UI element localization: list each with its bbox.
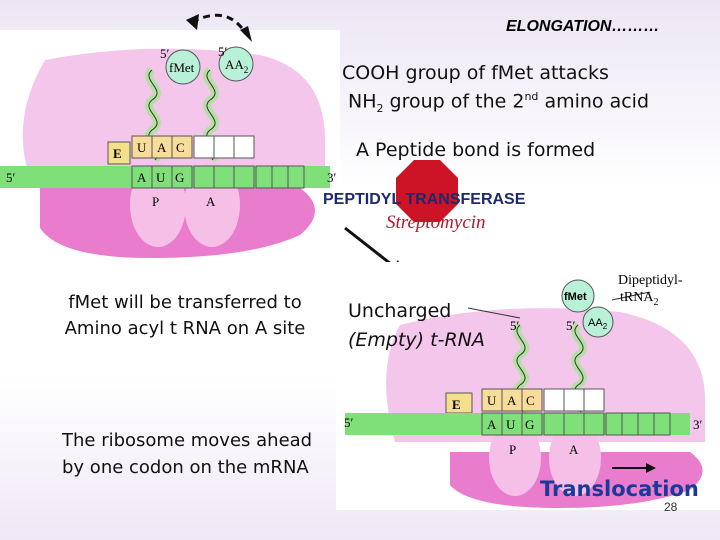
fmet-transfer-note: fMet will be transferred to Amino acyl t…: [64, 292, 306, 339]
codon-base: G: [175, 170, 184, 185]
trna-left-5prime: 5′: [510, 318, 520, 333]
anticodon-box: [521, 388, 543, 412]
codon-box: [605, 412, 623, 436]
codon-base: G: [525, 417, 534, 432]
codon-box: [653, 412, 671, 436]
site-e-label: E: [452, 397, 461, 412]
codon-box: [255, 165, 273, 189]
site-p-label: P: [509, 442, 516, 457]
text-cooh-attack: COOH group of fMet attacks: [342, 62, 609, 84]
site-a-label: A: [206, 194, 216, 209]
aa2-circle: [582, 306, 614, 338]
codon-box: [563, 412, 585, 436]
anticodon-base: C: [176, 140, 185, 155]
codon-base: U: [506, 417, 516, 432]
text-peptide-bond: A Peptide bond is formed: [356, 139, 596, 161]
slide-title: ELONGATION………: [506, 18, 660, 35]
codon-box: [233, 165, 255, 189]
aa2-circle: [218, 46, 254, 82]
dipeptidyl-label-2: tRNA2: [620, 290, 658, 308]
anticodon-base: U: [137, 140, 147, 155]
site-e-box: [107, 141, 131, 165]
codon-box: [637, 412, 655, 436]
p-site-lobe: [489, 420, 541, 496]
codon-box: [287, 165, 305, 189]
trna-left-5prime: 5′: [160, 46, 170, 61]
anticodon-base: U: [487, 393, 497, 408]
anticodon-base: A: [507, 393, 517, 408]
codon-base: A: [137, 170, 147, 185]
mrna-5prime: 5′: [344, 415, 354, 430]
trna-right-5prime: 5′: [218, 44, 228, 59]
anticodon-empty: [213, 135, 235, 159]
inhibitor-label: Streptomycin: [386, 212, 486, 233]
codon-box: [171, 165, 193, 189]
ribosome-moves-note: The ribosome moves ahead by one codon on…: [62, 430, 313, 478]
translocation-label: Translocation: [540, 477, 699, 501]
anticodon-empty: [563, 388, 585, 412]
anticodon-empty: [583, 388, 605, 412]
bottom-diagram: fMet AA2 5′ 5′ Dipeptidyl- tRNA2 E U A C…: [336, 262, 720, 510]
anticodon-base: C: [526, 393, 535, 408]
codon-base: A: [487, 417, 497, 432]
anticodon-empty: [543, 388, 565, 412]
enzyme-label: PEPTIDYL TRANSFERASE: [323, 191, 526, 208]
transfer-arrowhead-right: [240, 26, 252, 42]
mrna-3prime: 3′: [693, 417, 703, 432]
a-site-lobe: [549, 420, 601, 496]
page-number: 28: [664, 500, 678, 514]
mrna-3prime: 3′: [327, 170, 337, 185]
codon-base: U: [156, 170, 166, 185]
transfer-arrowhead-left: [186, 14, 199, 30]
transfer-arrow: [191, 13, 248, 35]
codon-box: [193, 165, 215, 189]
uncharged-trna-label: Uncharged (Empty) t-RNA: [348, 300, 485, 351]
trna-right-5prime: 5′: [566, 318, 576, 333]
inhibition-arrow: [344, 226, 397, 270]
fmet-circle: [165, 49, 201, 85]
dipeptidyl-label-1: Dipeptidyl-: [618, 273, 683, 288]
anticodon-empty: [233, 135, 255, 159]
fmet-circle: [561, 279, 595, 313]
site-e-label: E: [113, 146, 122, 161]
codon-box: [521, 412, 543, 436]
text-nh2-group: NH2 group of the 2nd amino acid: [348, 90, 650, 116]
anticodon-base: A: [157, 140, 167, 155]
uncharged-pointer: [467, 307, 521, 319]
codon-box: [583, 412, 605, 436]
codon-box: [213, 165, 235, 189]
translocation-arrowhead: [646, 463, 656, 473]
top-diagram: fMet AA2 5′ 5′ E U A C A U G 5′ 3′ P A: [0, 13, 340, 262]
mrna-5prime: 5′: [6, 170, 16, 185]
dipeptidyl-pointer: [611, 291, 651, 301]
fmet-label: fMet: [169, 60, 195, 75]
anticodon-empty: [193, 135, 215, 159]
fmet-label: fMet: [564, 291, 587, 303]
codon-box: [543, 412, 565, 436]
aa2-label: AA2: [588, 317, 608, 331]
stop-sign-icon: [396, 160, 458, 222]
site-p-label: P: [152, 194, 159, 209]
codon-box: [271, 165, 289, 189]
codon-box: [621, 412, 639, 436]
aa2-label: AA2: [225, 57, 248, 75]
anticodon-box: [171, 135, 193, 159]
site-a-label: A: [569, 442, 579, 457]
